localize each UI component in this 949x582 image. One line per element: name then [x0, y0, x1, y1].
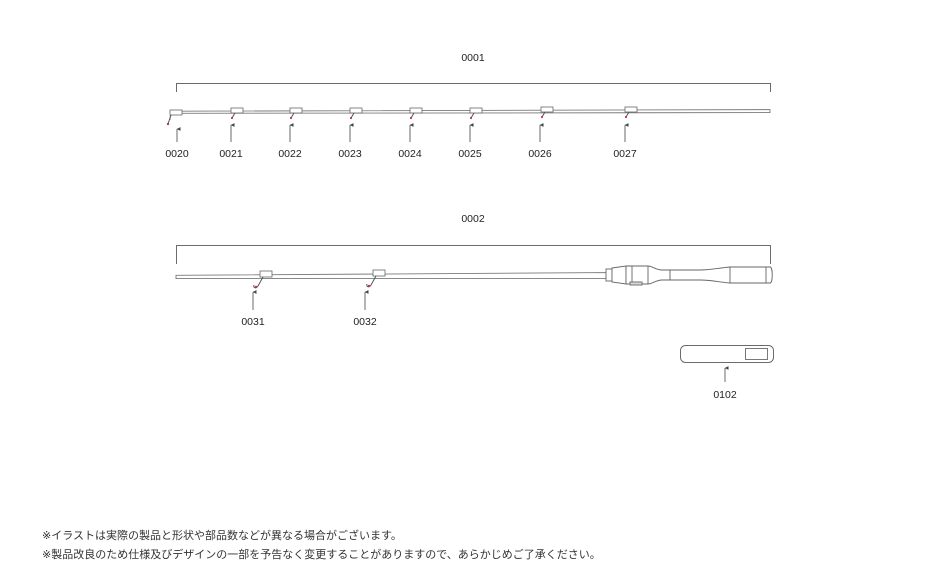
guide-label-0024: 0024 — [398, 148, 422, 160]
guide-label-0023: 0023 — [338, 148, 362, 160]
footnotes: ※イラストは実際の製品と形状や部品数などが異なる場合がございます。 ※製品改良の… — [42, 526, 601, 564]
top-section-assembly: 0001 0020 0021 0022 — [165, 52, 771, 160]
guide-0032[interactable]: 0032 — [353, 269, 386, 328]
reel-seat-and-grip — [605, 265, 773, 286]
guide-0021[interactable]: 0021 — [219, 107, 244, 160]
rod-cap-label: 0102 — [713, 389, 737, 401]
guide-label-0031: 0031 — [241, 316, 265, 328]
guide-label-0026: 0026 — [528, 148, 552, 160]
butt-section-label: 0002 — [461, 213, 485, 225]
butt-section-assembly: 0002 0031 0032 — [175, 213, 773, 328]
guide-0025[interactable]: 0025 — [458, 107, 483, 160]
footnote-spec-change-notice: ※製品改良のため仕様及びデザインの一部を予告なく変更することがありますので、あら… — [42, 548, 601, 561]
top-section-label: 0001 — [461, 52, 485, 64]
rod-cap-part[interactable]: 0102 — [680, 345, 774, 402]
guide-0027[interactable]: 0027 — [613, 106, 638, 160]
guide-0023[interactable]: 0023 — [338, 107, 363, 160]
guide-label-0027: 0027 — [613, 148, 637, 160]
guide-label-0020: 0020 — [165, 148, 189, 160]
guide-0026[interactable]: 0026 — [528, 106, 554, 160]
guide-label-0032: 0032 — [353, 316, 377, 328]
guide-0031[interactable]: 0031 — [241, 270, 273, 328]
guide-label-0021: 0021 — [219, 148, 243, 160]
footnote-illustration-disclaimer: ※イラストは実際の製品と形状や部品数などが異なる場合がございます。 — [42, 529, 402, 542]
guide-0022[interactable]: 0022 — [278, 107, 303, 160]
guide-0020[interactable]: 0020 — [165, 109, 189, 160]
guide-label-0022: 0022 — [278, 148, 302, 160]
butt-section-bracket — [176, 245, 771, 264]
butt-section-blank — [175, 272, 609, 280]
top-section-bracket — [176, 83, 771, 92]
guide-label-0025: 0025 — [458, 148, 482, 160]
guide-0024[interactable]: 0024 — [398, 107, 423, 160]
